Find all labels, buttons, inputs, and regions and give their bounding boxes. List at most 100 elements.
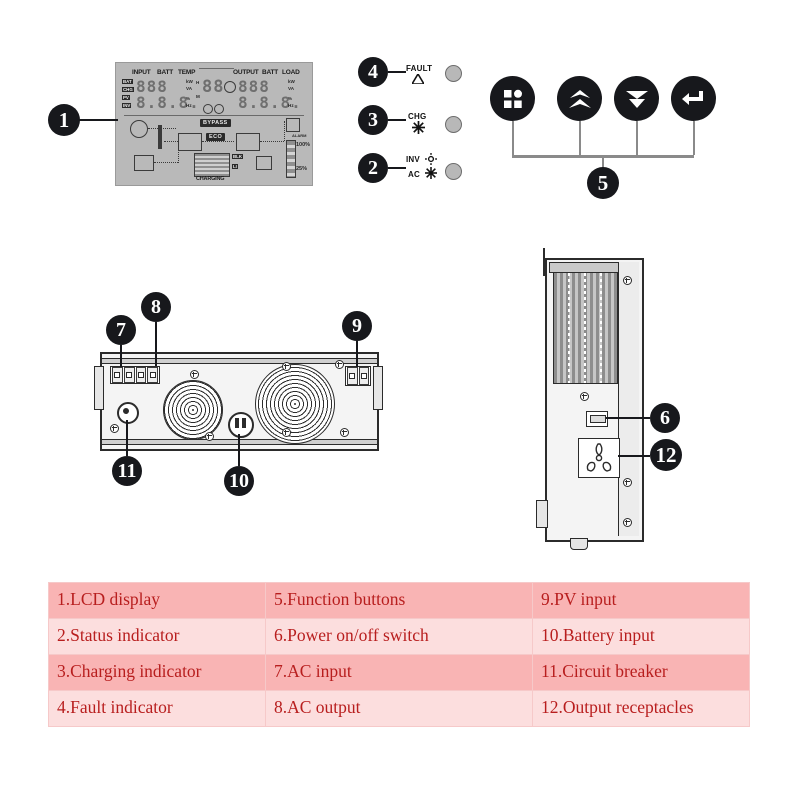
lcd-temp-label: TEMP bbox=[178, 69, 196, 76]
callout-1: 1 bbox=[48, 104, 80, 136]
lcd-converter-icon-1 bbox=[178, 133, 202, 151]
legend-cell-12: 12.Output receptacles bbox=[532, 689, 750, 727]
ac-terminal-4 bbox=[147, 367, 158, 383]
up-button[interactable] bbox=[557, 76, 602, 121]
legend-cell-3: 3.Charging indicator bbox=[48, 653, 266, 691]
callout-7: 7 bbox=[106, 315, 136, 345]
legend-cell-4: 4.Fault indicator bbox=[48, 689, 266, 727]
lcd-output-label: OUTPUT bbox=[233, 69, 259, 76]
circuit-breaker[interactable] bbox=[117, 402, 139, 424]
leader-line-11 bbox=[126, 420, 128, 456]
lcd-check-icon-1 bbox=[203, 104, 213, 114]
leader-line-1 bbox=[78, 119, 118, 121]
lcd-unit-hz-left: Hz bbox=[186, 103, 192, 108]
side-screw-2 bbox=[623, 478, 632, 487]
lcd-right-digits-2: 8.8.8. bbox=[238, 93, 302, 112]
lcd-unit-kw-right: kW bbox=[288, 79, 295, 84]
lcd-load-label: LOAD bbox=[282, 69, 300, 76]
lcd-flow-line-6 bbox=[178, 141, 179, 163]
lcd-grid-tower-icon bbox=[158, 125, 162, 149]
legend-cell-5: 5.Function buttons bbox=[265, 582, 533, 619]
enter-return-arrow-icon bbox=[681, 90, 703, 105]
heat-sink-fins bbox=[553, 272, 618, 384]
down-button[interactable] bbox=[614, 76, 659, 121]
lcd-bypass-badge: BYPASS bbox=[200, 119, 231, 127]
lcd-center-digits: 88 bbox=[202, 77, 225, 97]
screw-7 bbox=[335, 360, 344, 369]
lcd-gauge-bottom: 25% bbox=[296, 166, 308, 172]
callout-4: 4 bbox=[358, 57, 388, 87]
chevron-down-icon bbox=[625, 90, 648, 108]
lcd-check-icon-2 bbox=[214, 104, 224, 114]
lcd-unit-kw-left: kW bbox=[186, 79, 193, 84]
lcd-right-digits: 888 bbox=[238, 77, 270, 96]
side-screw-3 bbox=[623, 518, 632, 527]
battery-terminal[interactable] bbox=[228, 412, 254, 438]
ac-terminal-1 bbox=[112, 367, 123, 383]
enter-button[interactable] bbox=[671, 76, 716, 121]
screw-4 bbox=[282, 428, 291, 437]
lcd-center-h: H bbox=[196, 80, 200, 85]
lcd-flow-line-3 bbox=[154, 162, 178, 163]
legend-cell-2: 2.Status indicator bbox=[48, 617, 266, 655]
lcd-divider bbox=[124, 115, 304, 116]
leader-line-5c bbox=[636, 121, 638, 155]
lcd-flow-line-7 bbox=[284, 121, 285, 141]
leader-line-3 bbox=[388, 119, 406, 121]
legend-table: 1.LCD display 5.Function buttons 9.PV in… bbox=[48, 582, 750, 727]
leader-line-8 bbox=[155, 322, 157, 366]
chevron-up-icon bbox=[568, 89, 591, 108]
power-on-off-switch[interactable] bbox=[586, 411, 608, 427]
rear-panel-right-bracket bbox=[373, 366, 383, 410]
legend-row-4: 4.Fault indicator 8.AC output 12.Output … bbox=[48, 689, 750, 727]
side-panel-antenna bbox=[543, 248, 545, 276]
side-panel-foot-left bbox=[536, 500, 548, 528]
grid-squares-icon bbox=[503, 89, 522, 108]
callout-2: 2 bbox=[358, 153, 388, 183]
legend-row-2: 2.Status indicator 6.Power on/off switch… bbox=[48, 617, 750, 655]
lcd-grid-off-icon bbox=[130, 120, 148, 138]
side-screw-4 bbox=[580, 392, 589, 401]
lcd-speaker-icon bbox=[286, 118, 300, 132]
legend-cell-11: 11.Circuit breaker bbox=[532, 653, 750, 691]
legend-cell-7: 7.AC input bbox=[265, 653, 533, 691]
callout-5: 5 bbox=[587, 167, 619, 199]
lcd-tag-chg: CHG bbox=[122, 86, 134, 93]
inv-label: INV bbox=[406, 155, 420, 164]
menu-grid-button[interactable] bbox=[490, 76, 535, 121]
leader-line-4 bbox=[388, 71, 406, 73]
lcd-input-label: INPUT bbox=[132, 69, 151, 76]
lcd-center-m: M bbox=[196, 94, 200, 99]
ac-terminal-3 bbox=[135, 367, 147, 383]
lcd-unit-pct-left: % bbox=[186, 96, 191, 101]
lcd-left-digits: 888 bbox=[136, 77, 168, 96]
lcd-tag-pv: PV bbox=[122, 94, 130, 101]
ac-terminal-2 bbox=[123, 367, 135, 383]
lcd-converter-icon-2 bbox=[236, 133, 260, 151]
pv-terminal-block[interactable] bbox=[345, 366, 371, 386]
screw-1 bbox=[190, 370, 199, 379]
leader-line-12 bbox=[618, 455, 650, 457]
leader-line-5b bbox=[579, 121, 581, 155]
side-screw-1 bbox=[623, 276, 632, 285]
leader-line-5d bbox=[693, 121, 695, 155]
callout-12: 12 bbox=[650, 439, 682, 471]
output-receptacles[interactable] bbox=[578, 438, 620, 478]
callout-11: 11 bbox=[112, 456, 142, 486]
lcd-left-digits-2: 8.8.8. bbox=[136, 93, 200, 112]
fault-led bbox=[445, 65, 462, 82]
legend-row-1: 1.LCD display 5.Function buttons 9.PV in… bbox=[48, 582, 750, 619]
legend-cell-9: 9.PV input bbox=[532, 582, 750, 619]
lcd-fan-icon bbox=[224, 81, 236, 93]
chg-label: CHG bbox=[408, 112, 427, 121]
side-panel-foot-bottom bbox=[570, 538, 588, 550]
lcd-flow-line-2 bbox=[164, 141, 178, 142]
ac-terminal-block[interactable] bbox=[110, 366, 160, 384]
lcd-flow-line-5 bbox=[260, 141, 284, 142]
warning-triangle-icon bbox=[412, 74, 424, 84]
lcd-tag-bat: BAT bbox=[122, 78, 133, 85]
fan-grille-left bbox=[163, 380, 223, 440]
lcd-batt-label: BATT bbox=[157, 69, 174, 76]
legend-cell-10: 10.Battery input bbox=[532, 617, 750, 655]
